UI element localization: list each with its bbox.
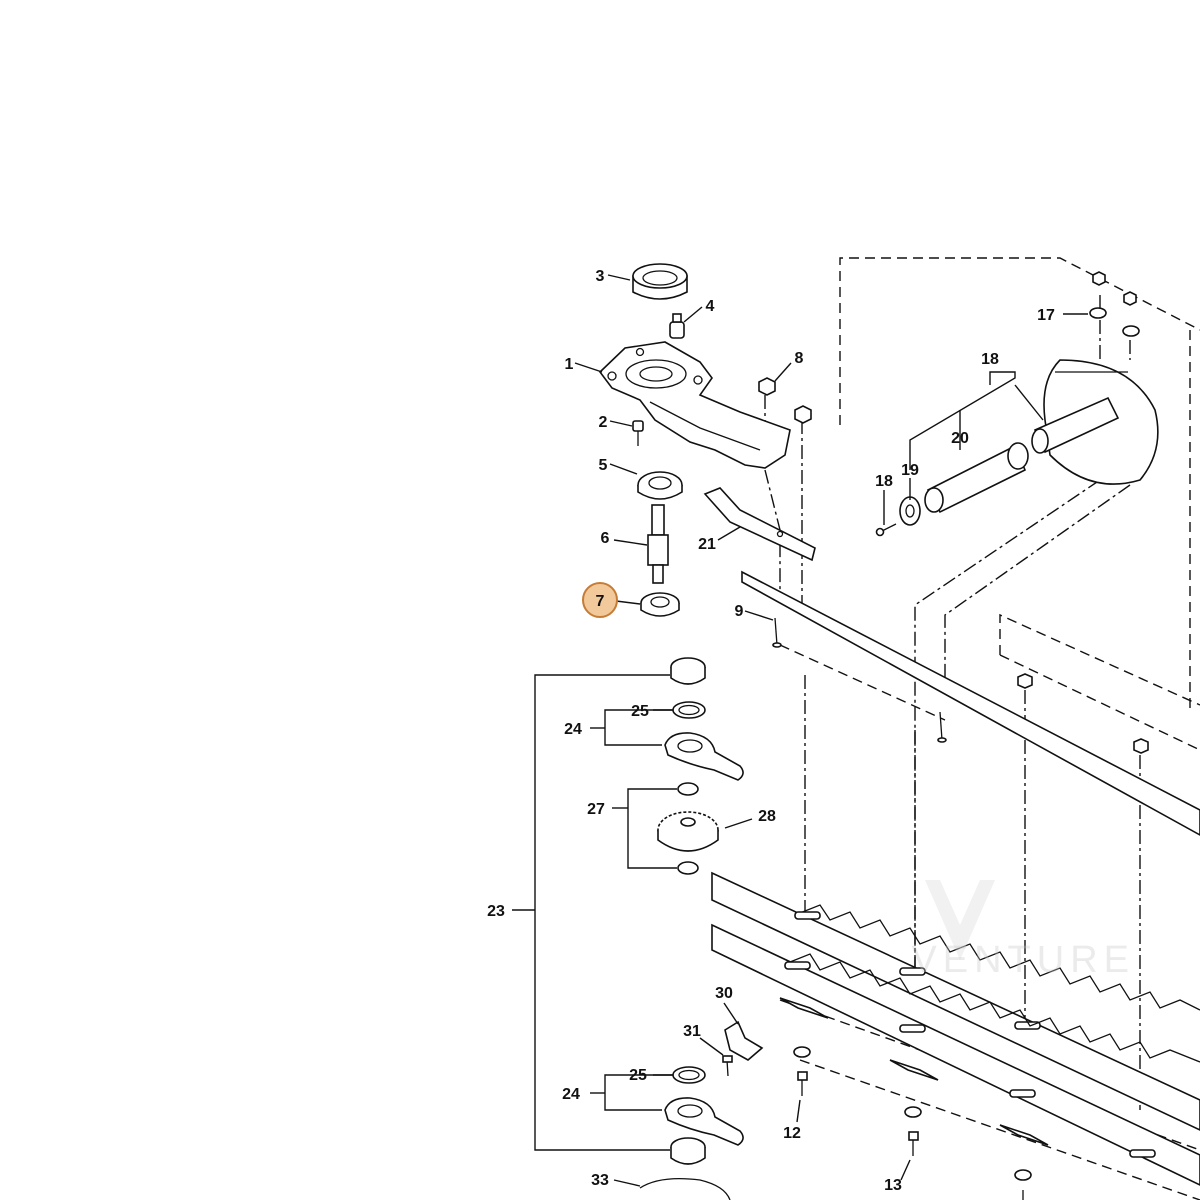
callout-21[interactable]: 21 [698,536,716,553]
part-nut-8 [758,377,812,424]
part-gasket-33 [639,1177,731,1200]
part-blade-bottom [711,923,1200,1186]
part-screw-18 [875,523,897,537]
part-gear-28 [657,811,719,852]
watermark: VENTURE [911,880,1135,981]
callout-8[interactable]: 8 [795,350,804,367]
callout-labels: 3 4 1 2 5 6 7 8 9 21 17 18 20 19 19 18 2… [487,268,1055,1194]
callout-31[interactable]: 31 [683,1023,701,1040]
callout-25-bottom[interactable]: 25 [629,1067,647,1084]
part-gear-housing-1 [598,341,791,469]
callout-13[interactable]: 13 [884,1177,902,1194]
part-handle-guard-17 [1031,359,1159,485]
part-washer-12 [793,1046,811,1096]
callout-1[interactable]: 1 [565,356,574,373]
watermark-text: VENTURE [911,939,1135,981]
part-guide-rail [741,570,1200,836]
part-washers-16 [1089,271,1140,337]
part-crank-24-bottom [664,1097,744,1146]
callout-6[interactable]: 6 [601,530,610,547]
part-grease-nipple-4 [669,313,685,339]
part-bearing-bottom [670,1137,706,1165]
part-ring-25-top [672,701,706,719]
part-bearing-5 [637,471,683,500]
callout-24-top[interactable]: 24 [564,721,582,738]
part-bracket-30 [724,1020,764,1061]
callout-24-bottom[interactable]: 24 [562,1086,580,1103]
callout-17[interactable]: 18 [981,351,999,368]
part-ring-25-bottom [672,1066,706,1084]
callout-28[interactable]: 28 [758,808,776,825]
callout-19[interactable]: 19 [901,462,919,479]
part-washer-27 [677,782,699,875]
callout-23[interactable]: 23 [487,903,505,920]
callout-27[interactable]: 27 [587,801,605,818]
callout-18-text[interactable]: 18 [875,473,893,490]
callout-16[interactable]: 17 [1037,307,1055,324]
callout-9[interactable]: 9 [735,603,744,620]
part-nuts-right [1017,673,1149,754]
highlight-marker [582,582,618,618]
part-screw-2 [632,420,644,446]
part-washer-19 [899,496,921,526]
callout-20[interactable]: 20 [951,430,969,447]
part-washer-13 [904,1106,1032,1200]
leader-lines [512,274,1088,1187]
part-blade-top [711,871,1200,1131]
callout-25-top[interactable]: 25 [631,703,649,720]
part-screw-31 [722,1055,733,1077]
callout-3[interactable]: 3 [596,268,605,285]
callout-7[interactable]: 7 [596,593,605,610]
callout-33[interactable]: 33 [591,1172,609,1189]
part-tube-20 [924,442,1029,514]
part-plate-21 [703,487,816,562]
part-slide-pads [779,997,1049,1146]
part-crank-24-top [664,732,744,781]
callout-5[interactable]: 5 [599,457,608,474]
part-pinion-shaft-6 [647,504,669,584]
part-bearing-7 [640,592,680,617]
callout-30[interactable]: 30 [715,985,733,1002]
callout-12[interactable]: 12 [783,1125,801,1142]
part-bearing-top [670,657,706,685]
part-screw-9 [772,617,947,743]
callout-2[interactable]: 2 [599,414,608,431]
part-cup-3 [632,263,688,300]
callout-4[interactable]: 4 [706,298,715,315]
watermark-logo-icon [925,880,995,960]
